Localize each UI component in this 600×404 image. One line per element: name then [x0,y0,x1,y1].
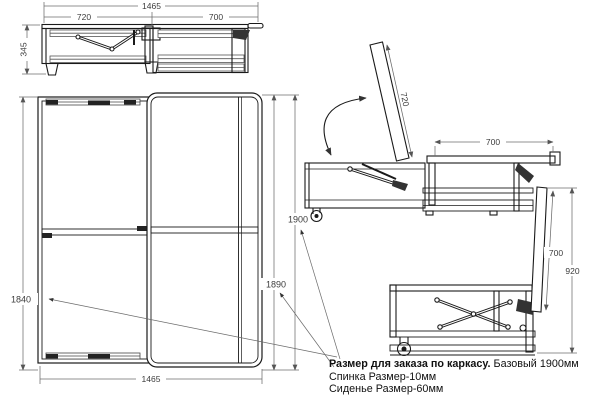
upright-panel [530,186,548,313]
left-frame-bottom-rail [45,352,141,360]
fold-rotation-arrow [323,95,367,156]
left-box-rails [49,29,147,63]
left-foot [45,62,59,76]
left-frame-outer [37,96,153,364]
folded-side-view [41,22,264,76]
dim-label-upright-panel-length: 700 [549,248,563,258]
order-size-notes: Размер для заказа по каркасу. Базовый 19… [329,358,595,396]
right-panel-mid-rail [150,226,259,234]
dim-folded-height: 345 [19,24,46,75]
dim-upright-panel-length: 700 [543,190,568,311]
seat-rail-upper [422,187,534,194]
right-box-rails [157,29,245,72]
dim-label-folded-backrest-section: 720 [77,12,91,22]
dim-label-front-panel-height: 1890 [266,280,286,290]
headrest-arm [247,22,264,29]
dim-front-width: 1465 [39,366,263,384]
dim-label-folded-height: 345 [19,42,29,56]
upright-rail-1 [389,330,536,338]
fold-linkage [75,29,141,52]
front-view [37,92,263,368]
seat-surface-end [549,151,561,166]
backrest-hinge-linkage [347,163,408,191]
seat-left-post [428,162,436,206]
upright-caster [396,337,412,357]
left-frame-mid-rail [41,226,149,238]
upright-strut [493,290,500,332]
dim-label-folded-seat-section: 700 [209,12,223,22]
dim-label-front-frame-height: 1900 [288,215,308,225]
dim-upright-overall-height: 920 [537,187,585,354]
left-frame-inner [41,100,149,360]
open-side-view-dimensions: 700 720 [385,44,554,158]
dim-open-seat-width: 700 [434,136,554,156]
front-view-dimensions: 1840 1465 1890 1900 [6,94,313,384]
open-base-caster [310,208,323,223]
dim-front-frame-height: 1900 [262,94,313,371]
note-title-rest: Базовый 1900мм [490,358,579,370]
right-post [231,27,246,74]
dim-label-open-seat-width: 700 [486,137,500,147]
dim-folded-total-width: 1465 [43,1,259,23]
folded-side-view-dimensions: 1465 720 700 345 [19,1,259,75]
upright-left-post [389,284,397,338]
scissor-mechanism [434,297,513,330]
dim-label-front-inner-height: 1840 [11,295,31,305]
dim-label-folded-total-width: 1465 [142,1,161,11]
note-title-bold: Размер для заказа по каркасу. [329,358,491,370]
dim-front-panel-height: 1890 [261,94,291,371]
upright-deck [389,284,533,292]
right-box [152,27,249,74]
note-back-size: Спинка Размер-10мм [329,370,437,383]
right-panel-outer [146,92,263,368]
upright-pivot [519,324,527,332]
left-box [41,27,151,65]
upright-side-view [389,186,548,357]
seat-surface [426,155,556,164]
open-side-view [304,41,561,223]
dim-folded-sections: 720 700 [44,12,258,27]
dim-label-upright-overall-height: 920 [565,266,579,276]
dim-label-open-backrest-length: 720 [399,91,412,107]
left-frame-top-rail [45,98,141,106]
note-leader-lines [48,229,341,368]
seat-right-post [513,162,520,212]
open-base-box [304,162,426,209]
upright-rail-2 [389,344,536,352]
upright-hinge-bracket [516,299,535,315]
dim-open-backrest-length: 720 [385,44,414,158]
note-seat-size: Сиденье Размер-60мм [329,383,444,396]
right-bracket [233,30,250,40]
upright-side-view-dimensions: 700 920 [537,187,585,354]
seat-hinge-bracket [515,163,534,183]
dim-label-front-width: 1465 [142,374,161,384]
dim-front-inner-height: 1840 [6,96,38,371]
upright-right-post [525,290,534,353]
note-title-line: Размер для заказа по каркасу. Базовый 19… [329,358,595,371]
